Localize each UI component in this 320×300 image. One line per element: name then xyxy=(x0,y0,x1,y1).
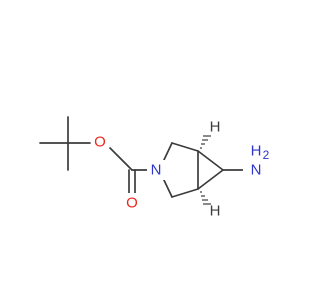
bond-ester-oxygen-to-carbonyl-carbon xyxy=(109,147,133,171)
molecule-structure: O O N N H 2 H H xyxy=(39,116,273,220)
bond-ring-n-to-ch2-bottom xyxy=(162,177,173,198)
bond-ring-ch2-top-to-ch-top xyxy=(171,142,199,152)
amine-hydrogen-label: H xyxy=(251,143,262,160)
stereo-hydrogen-bottom-label: H xyxy=(210,203,221,220)
ester-oxygen-label: O xyxy=(94,134,106,151)
carbonyl-oxygen-bg xyxy=(124,193,140,213)
ester-oxygen-bg xyxy=(92,132,108,152)
amine-bg xyxy=(243,140,273,180)
stereo-bond-top xyxy=(200,135,211,149)
stereo-hydrogen-top-label: H xyxy=(210,119,221,136)
bond-cyclopropane-top xyxy=(197,150,224,171)
ring-nitrogen-bg xyxy=(147,160,165,180)
stereo-bond-bottom xyxy=(200,191,211,205)
bond-cyclopropane-bottom xyxy=(197,169,224,190)
amine-h2-subscript: 2 xyxy=(263,148,270,162)
amine-nitrogen-label: N xyxy=(251,162,262,179)
ring-nitrogen-label: N xyxy=(151,162,162,179)
bond-ring-ch2-bottom-to-ch-bottom xyxy=(171,188,199,198)
bond-ring-n-to-ch2-top xyxy=(162,142,173,163)
carbonyl-oxygen-label: O xyxy=(126,195,138,212)
